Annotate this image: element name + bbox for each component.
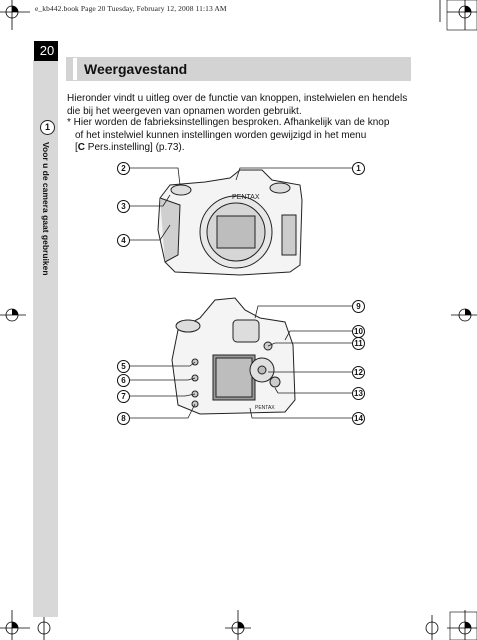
note-line: of het instelwiel kunnen instellingen wo… xyxy=(75,129,367,141)
callout-3: 3 xyxy=(117,200,130,213)
callout-leader-lines xyxy=(128,167,352,419)
file-header: e_kb442.book Page 20 Tuesday, February 1… xyxy=(35,4,227,13)
callout-11: 11 xyxy=(352,337,365,350)
camera-front-illustration: PENTAX xyxy=(157,169,303,276)
camera-back-illustration: PENTAX xyxy=(171,297,296,415)
note-line-menu: [C Pers.instelling] (p.73). xyxy=(67,142,417,155)
callout-12: 12 xyxy=(352,366,365,379)
section-title-box xyxy=(66,57,411,81)
custom-menu-icon: C xyxy=(77,142,86,153)
callout-10: 10 xyxy=(352,325,365,338)
note-line: * Hier worden de fabrieksinstellingen be… xyxy=(67,117,390,128)
brand-label-back: PENTAX xyxy=(255,405,275,411)
callout-14: 14 xyxy=(352,412,365,425)
callout-7: 7 xyxy=(117,390,130,403)
callout-2: 2 xyxy=(117,162,130,175)
callout-1: 1 xyxy=(352,162,365,175)
callout-4: 4 xyxy=(117,234,130,247)
callout-8: 8 xyxy=(117,412,130,425)
intro-paragraph: Hieronder vindt u uitleg over de functie… xyxy=(67,93,417,118)
section-title: Weergavestand xyxy=(84,61,188,77)
callout-5: 5 xyxy=(117,360,130,373)
section-title-accent xyxy=(73,58,77,80)
intro-line: Hieronder vindt u uitleg over de functie… xyxy=(67,93,408,104)
brand-label-front: PENTAX xyxy=(232,194,260,201)
note-line: Pers.instelling] (p.73). xyxy=(87,142,185,153)
bracket-open: [ xyxy=(75,142,78,153)
chapter-side-bar xyxy=(33,60,58,617)
callout-13: 13 xyxy=(352,387,365,400)
chapter-number: 1 xyxy=(40,120,55,135)
callout-9: 9 xyxy=(352,300,365,313)
intro-line: die bij het weergeven van opnamen worden… xyxy=(67,105,302,117)
page-number-box xyxy=(34,41,58,61)
note-paragraph: * Hier worden de fabrieksinstellingen be… xyxy=(67,117,417,155)
page-number: 20 xyxy=(39,43,55,58)
callout-6: 6 xyxy=(117,374,130,387)
